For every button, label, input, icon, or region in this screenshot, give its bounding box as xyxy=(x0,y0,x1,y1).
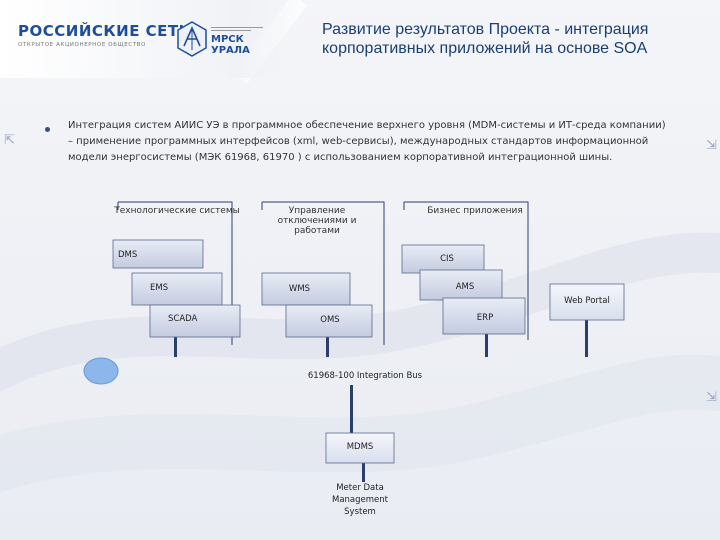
integration-bus-label: 61968-100 Integration Bus xyxy=(307,371,423,381)
scada-box xyxy=(149,304,241,338)
mrsk-name: МРСК УРАЛА xyxy=(211,34,250,56)
mrsk-emblem-icon xyxy=(177,21,207,57)
group-label-tech: Технологические системы xyxy=(114,206,240,216)
dms-box xyxy=(112,239,204,269)
logo-sub-text: ОТКРЫТОЕ АКЦИОНЕРНОЕ ОБЩЕСТВО xyxy=(18,42,146,48)
erp-box xyxy=(442,297,526,335)
group-label-outage: Управление отключениями и работами xyxy=(277,206,357,236)
group-frame-tech xyxy=(117,201,233,345)
wms-box xyxy=(261,272,351,306)
web-portal-label: Web Portal xyxy=(564,296,610,306)
mrsk-name-text: МРСК xyxy=(211,34,244,45)
dms-label: DMS xyxy=(118,250,138,260)
cis-box xyxy=(401,244,485,274)
logo-main-text: РОССИЙСКИЕ СЕТИ xyxy=(18,22,192,40)
mrsk-region-text: УРАЛА xyxy=(211,45,250,56)
connector-business xyxy=(485,333,488,357)
connector-mdms xyxy=(350,385,353,435)
wms-label: WMS xyxy=(288,284,311,294)
connector-tech xyxy=(174,335,177,357)
connector-mdms-bottom xyxy=(362,462,365,482)
group-frame-outage xyxy=(261,201,385,345)
mrsk-small-print xyxy=(211,26,263,32)
group-frame-business xyxy=(403,201,529,340)
rosseti-logo: РОССИЙСКИЕ СЕТИ ОТКРЫТОЕ АКЦИОНЕРНОЕ ОБЩ… xyxy=(18,22,192,48)
connector-outage xyxy=(326,335,329,357)
integration-bus-oval xyxy=(83,357,119,385)
ems-box xyxy=(131,272,223,306)
web-portal-box xyxy=(549,283,625,321)
connector-portal xyxy=(585,318,588,357)
erp-label: ERP xyxy=(476,313,494,323)
mdms-description: Meter Data Management System xyxy=(332,483,388,517)
scada-label: SCADA xyxy=(168,314,198,324)
oms-box xyxy=(285,304,373,338)
oms-label: OMS xyxy=(320,315,340,325)
group-label-business: Бизнес приложения xyxy=(427,206,523,216)
mdms-box xyxy=(325,432,395,464)
corner-arrow-icon: ⇲ xyxy=(706,138,717,153)
bullet-text: Интеграция систем АИИС УЭ в программное … xyxy=(68,120,666,163)
ams-label: AMS xyxy=(455,282,475,292)
corner-arrow-icon: ⇱ xyxy=(4,133,15,148)
logo-band xyxy=(0,0,300,78)
corner-arrow-icon: ⇲ xyxy=(706,390,717,405)
mrsk-logo: МРСК УРАЛА xyxy=(175,20,270,60)
header: РОССИЙСКИЕ СЕТИ ОТКРЫТОЕ АКЦИОНЕРНОЕ ОБЩ… xyxy=(0,0,720,78)
ams-box xyxy=(419,269,503,301)
page-title: Развитие результатов Проекта - интеграци… xyxy=(322,21,649,57)
cis-label: CIS xyxy=(440,254,454,264)
bullet-marker xyxy=(45,127,50,132)
mdms-label: MDMS xyxy=(346,442,374,452)
ems-label: EMS xyxy=(150,283,169,293)
